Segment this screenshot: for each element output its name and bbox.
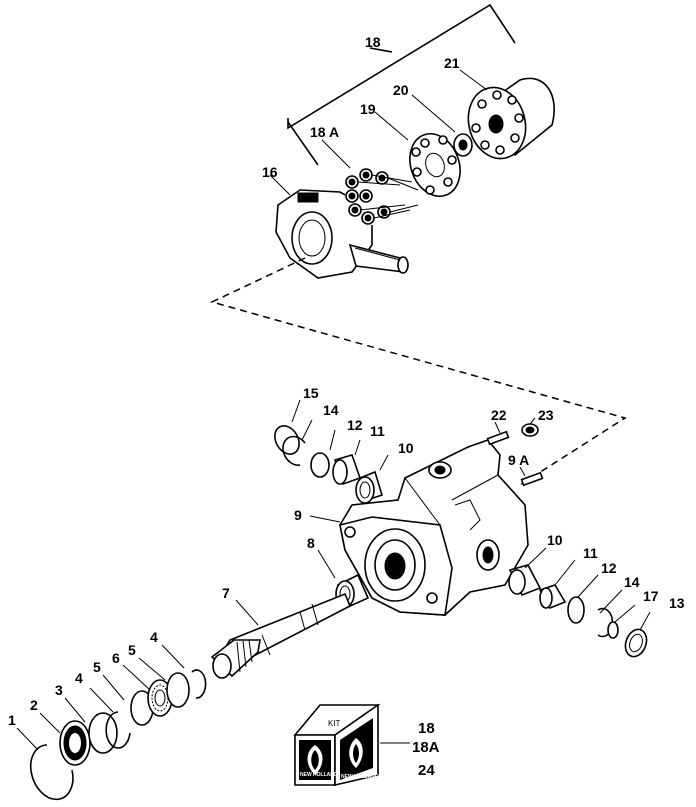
- needle-bearing-10-right: [508, 564, 542, 597]
- callout-5-left: 5: [93, 659, 101, 675]
- bearing-race-11-top: [332, 454, 362, 486]
- callout-16: 16: [262, 164, 278, 180]
- callout-14-right: 14: [624, 574, 640, 590]
- callout-12-top: 12: [347, 417, 363, 433]
- callout-4-right: 4: [150, 629, 158, 645]
- callout-6: 6: [112, 650, 120, 666]
- shaft-seal-2: [59, 720, 91, 766]
- kit-box-label: KIT: [328, 719, 341, 728]
- callout-9a: 9 A: [508, 452, 529, 468]
- brand-text-left: NEW HOLLAND: [300, 772, 338, 778]
- bracket-18: [287, 3, 516, 166]
- callout-12-right: 12: [601, 560, 617, 576]
- cap-13: [624, 628, 648, 658]
- callout-9: 9: [294, 507, 302, 523]
- pistons-18a: [345, 168, 419, 225]
- snap-ring-4-right: [191, 669, 207, 699]
- callout-5-right: 5: [128, 642, 136, 658]
- callout-19: 19: [360, 101, 376, 117]
- callout-21: 21: [444, 55, 460, 71]
- callout-10-right: 10: [547, 532, 563, 548]
- leader-lines: [16, 69, 651, 751]
- thrust-washer-5-right: [166, 672, 190, 708]
- pin-22: [486, 430, 510, 446]
- snap-ring-4-left: [105, 711, 131, 749]
- thrust-bearing-6: [147, 679, 173, 717]
- callout-labels: 1 2 3 4 5 6 5 4 7 8 9 9 A 10 11 12 14 15…: [8, 34, 685, 728]
- callout-4-left: 4: [75, 670, 83, 686]
- kit-item-list: 18 18A 24: [412, 720, 440, 779]
- callout-17: 17: [643, 588, 659, 604]
- callout-22: 22: [491, 407, 507, 423]
- kit-item-18: 18: [418, 720, 435, 737]
- seal-ring-15: [274, 425, 300, 455]
- callout-7: 7: [222, 585, 230, 601]
- callout-3: 3: [55, 682, 63, 698]
- callout-13: 13: [669, 595, 685, 611]
- bearing-race-11-right: [538, 584, 567, 610]
- callout-14-top: 14: [323, 402, 339, 418]
- plug-23: [521, 423, 539, 437]
- snap-ring-14-top: [282, 435, 306, 466]
- callout-8: 8: [307, 535, 315, 551]
- retainer-plate-19: [409, 133, 461, 197]
- callout-15: 15: [303, 385, 319, 401]
- new-holland-logo-icon: NEW HOLLAND NEW HOLLAND: [299, 718, 379, 780]
- cylinder-block-21: [467, 77, 555, 160]
- pin-9a: [520, 471, 544, 487]
- snap-ring-1: [29, 744, 74, 801]
- drive-shaft-7: [210, 592, 352, 679]
- ball-guide-20: [453, 133, 473, 157]
- callout-18: 18: [365, 34, 381, 50]
- callout-23: 23: [538, 407, 554, 423]
- callout-11-top: 11: [370, 423, 385, 439]
- needle-bearing-10-top: [355, 470, 383, 504]
- callout-11-right: 11: [583, 545, 598, 561]
- callout-20: 20: [393, 82, 409, 98]
- assembly-leader-lines: [209, 257, 627, 486]
- o-ring-12-top: [310, 452, 330, 478]
- o-ring-17: [607, 621, 619, 639]
- callout-2: 2: [30, 697, 38, 713]
- callout-18a: 18 A: [310, 124, 339, 140]
- brand-text-right: NEW HOLLAND: [341, 774, 379, 780]
- callout-1: 1: [8, 712, 16, 728]
- pump-housing-9: [339, 439, 529, 616]
- callout-10-top: 10: [398, 440, 414, 456]
- kit-item-18a: 18A: [412, 739, 440, 756]
- kit-item-24: 24: [418, 762, 435, 779]
- o-ring-12-right: [567, 596, 585, 624]
- kit-box-icon: KIT NEW HOLLAND NEW HOLLAND: [293, 703, 410, 787]
